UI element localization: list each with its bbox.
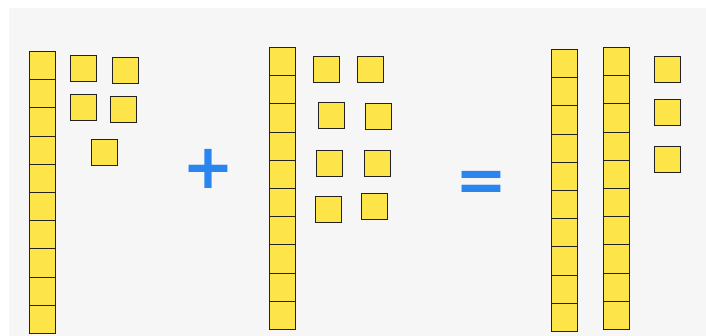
ten-rod <box>269 47 296 330</box>
rod-segment <box>552 276 577 304</box>
unit-cube <box>654 146 681 173</box>
rod-segment <box>552 219 577 247</box>
unit-cube <box>313 56 340 83</box>
rod-segment <box>604 133 629 161</box>
rod-segment <box>30 221 55 249</box>
rod-segment <box>270 302 295 329</box>
rod-segment <box>604 302 629 329</box>
rod-segment <box>30 193 55 221</box>
plus-sign: + <box>180 136 236 198</box>
unit-cube <box>365 103 392 130</box>
unit-cube <box>315 196 342 223</box>
rod-segment <box>270 133 295 161</box>
unit-cube <box>364 150 391 177</box>
rod-segment <box>270 217 295 245</box>
ten-rod <box>603 47 630 330</box>
unit-cube <box>318 102 345 129</box>
unit-cube <box>361 193 388 220</box>
rod-segment <box>604 217 629 245</box>
equals-sign: = <box>453 149 509 211</box>
rod-segment <box>30 137 55 165</box>
rod-segment <box>270 245 295 273</box>
unit-cube <box>110 96 137 123</box>
rod-segment <box>270 274 295 302</box>
rod-segment <box>270 104 295 132</box>
rod-segment <box>604 161 629 189</box>
rod-segment <box>604 76 629 104</box>
base-ten-blocks-diagram: + = <box>9 8 706 336</box>
rod-segment <box>270 48 295 76</box>
rod-segment <box>552 163 577 191</box>
rod-segment <box>270 76 295 104</box>
rod-segment <box>552 304 577 331</box>
rod-segment <box>30 249 55 277</box>
rod-segment <box>552 247 577 275</box>
rod-segment <box>270 161 295 189</box>
ten-rod <box>551 49 578 332</box>
rod-segment <box>604 48 629 76</box>
rod-segment <box>30 306 55 333</box>
unit-cube <box>70 94 97 121</box>
rod-segment <box>30 278 55 306</box>
rod-segment <box>604 189 629 217</box>
rod-segment <box>270 189 295 217</box>
rod-segment <box>552 50 577 78</box>
rod-segment <box>30 108 55 136</box>
rod-segment <box>552 106 577 134</box>
rod-segment <box>30 165 55 193</box>
rod-segment <box>552 135 577 163</box>
rod-segment <box>552 78 577 106</box>
unit-cube <box>70 55 97 82</box>
rod-segment <box>30 52 55 80</box>
rod-segment <box>604 274 629 302</box>
rod-segment <box>552 191 577 219</box>
unit-cube <box>91 139 118 166</box>
unit-cube <box>357 56 384 83</box>
unit-cube <box>654 99 681 126</box>
unit-cube <box>654 56 681 83</box>
rod-segment <box>604 104 629 132</box>
unit-cube <box>316 150 343 177</box>
rod-segment <box>604 245 629 273</box>
ten-rod <box>29 51 56 334</box>
unit-cube <box>112 57 139 84</box>
rod-segment <box>30 80 55 108</box>
